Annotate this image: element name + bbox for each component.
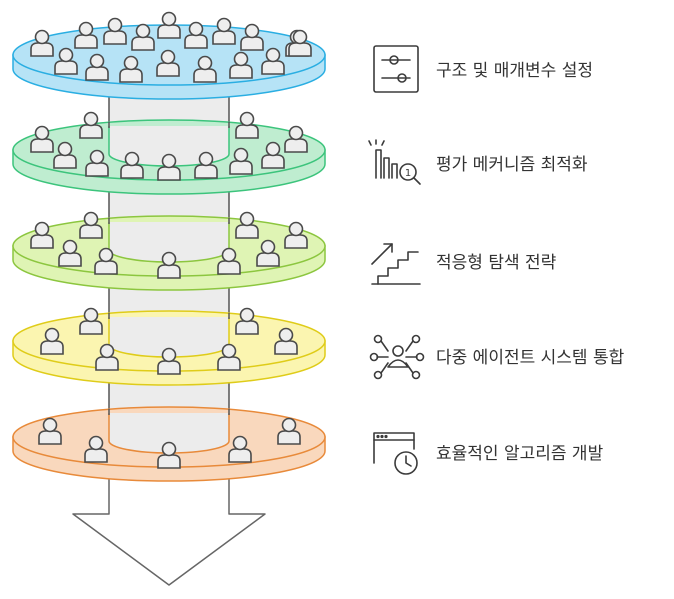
label-text: 효율적인 알고리즘 개발 [436, 444, 604, 464]
person-icon [38, 417, 62, 445]
layer-label-3: 적응형 탐색 전략 [371, 243, 557, 285]
person-icon [30, 221, 54, 249]
person-icon [217, 343, 241, 371]
network-user-icon [369, 334, 425, 380]
person-icon [256, 239, 280, 267]
label-text: 적응형 탐색 전략 [436, 253, 557, 273]
person-icon [235, 211, 259, 239]
person-icon [157, 11, 181, 39]
person-icon [157, 251, 181, 279]
person-icon [240, 23, 264, 51]
person-icon [157, 441, 181, 469]
stairs-arrow-icon [371, 243, 421, 285]
person-icon [288, 29, 312, 57]
person-icon [95, 343, 119, 371]
layer-label-5: 효율적인 알고리즘 개발 [373, 432, 604, 475]
sliders-icon [373, 45, 419, 93]
label-text: 평가 메커니즘 최적화 [436, 155, 588, 175]
person-icon [274, 327, 298, 355]
layer-label-4: 다중 에이전트 시스템 통합 [369, 334, 625, 380]
person-icon [217, 247, 241, 275]
person-icon [228, 435, 252, 463]
label-text: 다중 에이전트 시스템 통합 [436, 348, 625, 368]
person-icon [157, 347, 181, 375]
person-icon [54, 47, 78, 75]
person-icon [212, 17, 236, 45]
person-icon [79, 211, 103, 239]
label-text: 구조 및 매개변수 설정 [436, 61, 593, 81]
person-icon [235, 307, 259, 335]
person-icon [284, 125, 308, 153]
person-icon [53, 141, 77, 169]
people-layer [30, 11, 312, 469]
bar-chart-search-icon: 1 [368, 139, 421, 185]
person-icon [193, 55, 217, 83]
person-icon [235, 111, 259, 139]
person-icon [229, 51, 253, 79]
layer-label-2: 평가 메커니즘 최적화 1 [368, 139, 588, 185]
person-icon [94, 247, 118, 275]
person-icon [120, 151, 144, 179]
person-icon [30, 125, 54, 153]
person-icon [40, 327, 64, 355]
person-icon [184, 21, 208, 49]
person-icon [119, 55, 143, 83]
person-icon [229, 147, 253, 175]
person-icon [131, 23, 155, 51]
svg-text:1: 1 [405, 168, 411, 179]
person-icon [84, 435, 108, 463]
person-icon [79, 111, 103, 139]
person-icon [103, 17, 127, 45]
person-icon [30, 29, 54, 57]
person-icon [261, 47, 285, 75]
person-icon [74, 21, 98, 49]
person-icon [284, 221, 308, 249]
person-icon [58, 239, 82, 267]
person-icon [261, 141, 285, 169]
browser-clock-icon [373, 432, 418, 475]
layer-label-1: 구조 및 매개변수 설정 [373, 45, 593, 93]
person-icon [85, 53, 109, 81]
person-icon [79, 307, 103, 335]
person-icon [157, 153, 181, 181]
person-icon [156, 49, 180, 77]
person-icon [277, 417, 301, 445]
person-icon [194, 151, 218, 179]
person-icon [85, 149, 109, 177]
